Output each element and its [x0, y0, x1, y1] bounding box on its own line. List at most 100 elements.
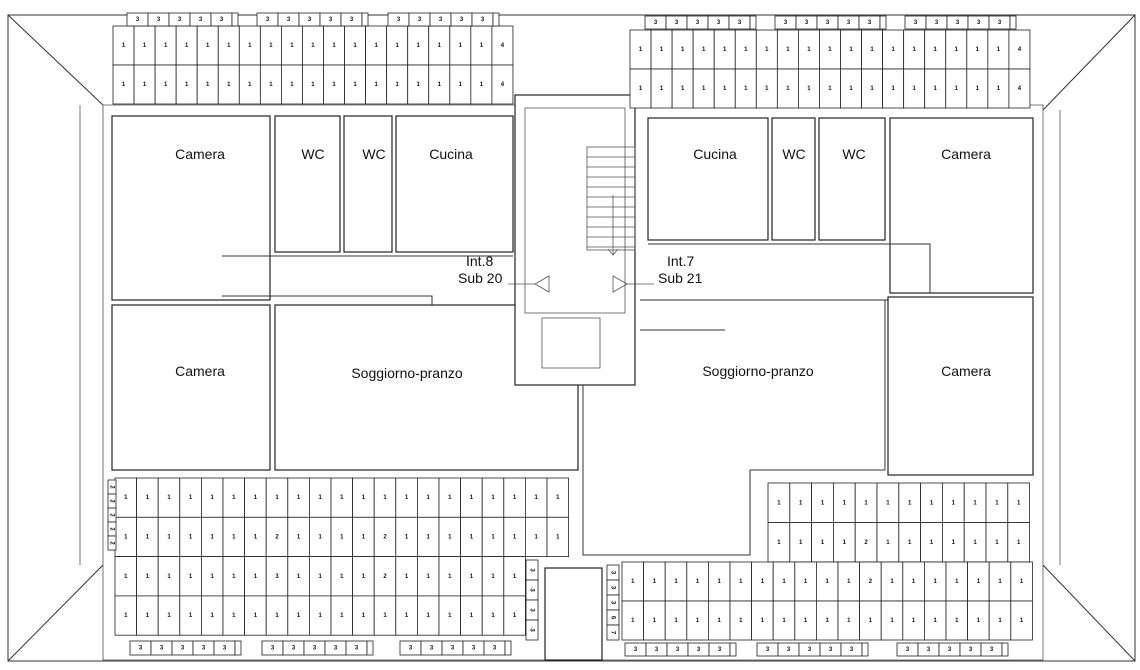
tile-label: 1: [211, 495, 215, 501]
tile-label: 1: [513, 574, 517, 580]
tile-label: 1: [122, 43, 126, 49]
tile-label: 1: [702, 86, 706, 92]
tile: [1010, 600, 1033, 641]
tile-label: 3: [528, 568, 534, 572]
tile-label: 1: [427, 495, 431, 501]
room-label: Cucina: [429, 146, 473, 162]
room-label: Soggiorno-pranzo: [351, 365, 463, 381]
tile-small: [1001, 642, 1009, 657]
tile-label: 1: [396, 82, 400, 88]
tile-label: 1: [427, 574, 431, 580]
tile-label: 1: [723, 86, 727, 92]
tile-label: 1: [744, 86, 748, 92]
tile-label: 1: [319, 613, 323, 619]
walls: [111, 94, 1034, 661]
tile-label: 3: [914, 20, 918, 26]
tile-label: 3: [202, 646, 206, 652]
tile-label: 1: [807, 47, 811, 53]
tile-label: 3: [766, 647, 770, 653]
tile-label: 1: [438, 82, 442, 88]
tile-label: 1: [739, 579, 743, 585]
tile-label: 1: [448, 613, 452, 619]
tile-label: 1: [821, 500, 825, 506]
tile-label: 3: [696, 20, 700, 26]
tile-label: 3: [655, 647, 659, 653]
unit-right-int: Int.7: [667, 253, 694, 269]
tile-label: 1: [782, 618, 786, 624]
tile-label: 3: [350, 17, 354, 23]
tile-label: 1: [297, 613, 301, 619]
tile-label: 1: [232, 574, 236, 580]
tile-label: 1: [765, 47, 769, 53]
tile-label: 1: [167, 495, 171, 501]
room-labels: Camera WC WC Cucina Camera Soggiorno-pra…: [175, 146, 991, 381]
tile-label: 1: [405, 574, 409, 580]
tile-label: 1: [870, 47, 874, 53]
tile-label: 1: [765, 86, 769, 92]
tile-label: 1: [254, 574, 258, 580]
tile-label: 1: [185, 43, 189, 49]
tile-label: 1: [290, 43, 294, 49]
tile-label: 1: [786, 86, 790, 92]
tile-label: 3: [160, 646, 164, 652]
tile-label: 3: [784, 20, 788, 26]
tile: [491, 64, 514, 105]
tile-label: 1: [886, 500, 890, 506]
tile-label: 3: [977, 20, 981, 26]
tile-label: 1: [459, 43, 463, 49]
tile-label: 1: [890, 579, 894, 585]
tile-label: 1: [869, 618, 873, 624]
tile-label: 1: [696, 618, 700, 624]
unit-left-int: Int.8: [466, 253, 493, 269]
room-label: Camera: [175, 363, 225, 379]
tile-label: 1: [189, 535, 193, 541]
tile: [525, 619, 539, 641]
tile-label: 1: [513, 495, 517, 501]
tile-label: 3: [220, 17, 224, 23]
tile-label: 3: [718, 647, 722, 653]
room-right-camera-top: [889, 117, 1034, 294]
tile-small: [231, 12, 239, 27]
tile-label: 1: [639, 47, 643, 53]
tile-label: 3: [493, 646, 497, 652]
tile-label: 1: [353, 43, 357, 49]
tile-label: 1: [269, 43, 273, 49]
tile-label: 1: [297, 535, 301, 541]
tile-label: 1: [513, 535, 517, 541]
tile-label: 3: [334, 646, 338, 652]
tile-label: 3: [738, 20, 742, 26]
tile-label: 3: [275, 574, 279, 580]
tile-label: 1: [124, 613, 128, 619]
tile-label: 1: [556, 535, 560, 541]
room-label: Cucina: [693, 146, 737, 162]
tile-label: 1: [189, 495, 193, 501]
tile-label: 1: [934, 618, 938, 624]
tile-label: 1: [777, 500, 781, 506]
tile-label: 1: [124, 535, 128, 541]
tile-label: 3: [717, 20, 721, 26]
tile-label: 1: [934, 47, 938, 53]
tile-label: 1: [124, 495, 128, 501]
tile-label: 3: [948, 647, 952, 653]
tile-small: [861, 642, 869, 657]
room-left-wc-1: [274, 115, 341, 253]
tile-label: 3: [654, 20, 658, 26]
tile-label: 1: [146, 535, 150, 541]
tile-label: 3: [430, 646, 434, 652]
tile-label: 1: [146, 574, 150, 580]
tile-label: 1: [843, 540, 847, 546]
tile-label: 3: [609, 586, 615, 590]
tile-label: 1: [269, 82, 273, 88]
tile-label: 3: [136, 17, 140, 23]
tile-label: 1: [427, 535, 431, 541]
tile-label: 1: [185, 82, 189, 88]
tile-label: 1: [702, 47, 706, 53]
room-label: Camera: [175, 146, 225, 162]
tile-label: 1: [718, 618, 722, 624]
tile-label: 1: [480, 82, 484, 88]
tile-label: 1: [955, 618, 959, 624]
tile-label: 3: [990, 647, 994, 653]
room-label: WC: [362, 146, 385, 162]
